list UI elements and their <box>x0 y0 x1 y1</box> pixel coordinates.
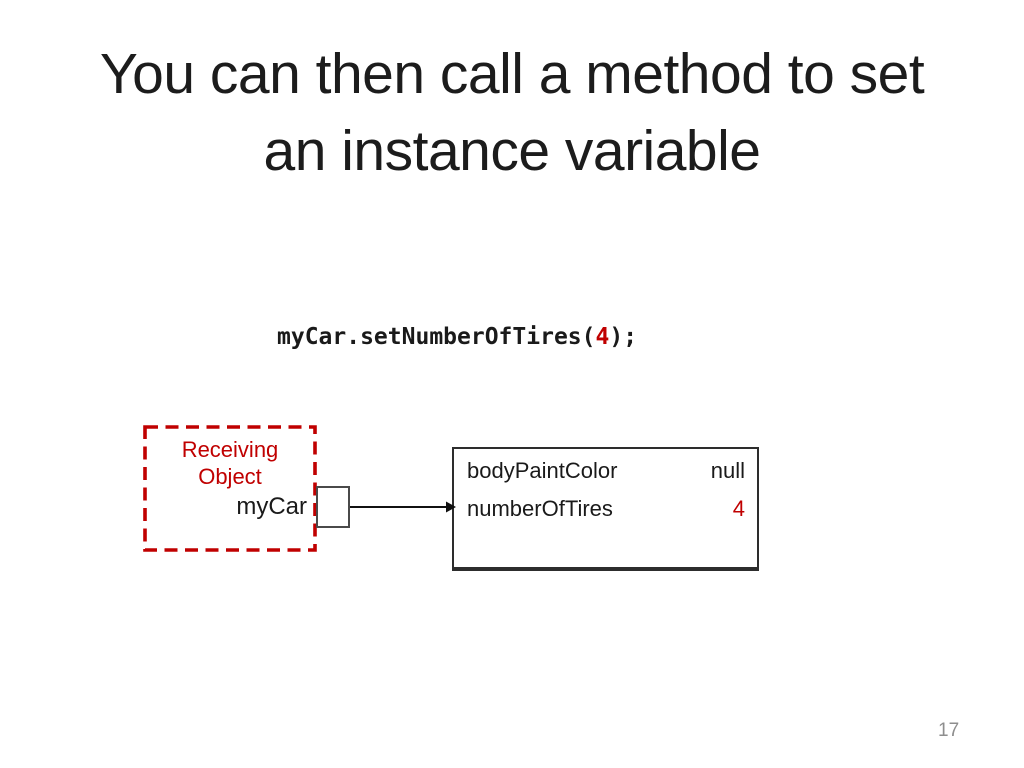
method-call-code: myCar.setNumberOfTires(4); <box>277 323 637 351</box>
table-row: numberOfTires 4 <box>467 490 745 528</box>
receiving-object-label: Receiving Object myCar <box>147 436 313 521</box>
field-value: 4 <box>732 496 745 521</box>
pointer-connector-box <box>316 486 350 528</box>
slide-title-line1: You can then call a method to set <box>99 42 925 106</box>
mycar-variable-label: myCar <box>236 493 307 520</box>
field-name: bodyPaintColor <box>467 458 618 483</box>
slide-title: You can then call a method to set an ins… <box>0 36 1024 190</box>
page-number: 17 <box>938 720 960 741</box>
receiving-object-box: Receiving Object myCar <box>143 425 317 552</box>
instance-variables-box: bodyPaintColor null numberOfTires 4 <box>452 447 759 571</box>
red-dashed-border <box>143 425 317 552</box>
slide-title-line2: an instance variable <box>263 119 762 183</box>
reference-arrow <box>350 501 456 513</box>
receiving-object-label-line1: Receiving <box>181 437 279 462</box>
code-prefix: myCar.setNumberOfTires( <box>277 324 596 350</box>
table-row: bodyPaintColor null <box>467 452 745 490</box>
code-suffix: ); <box>609 324 638 350</box>
receiving-object-label-line2: Object <box>198 464 262 489</box>
field-name: numberOfTires <box>467 496 613 521</box>
code-argument: 4 <box>595 324 610 350</box>
field-value: null <box>710 458 745 483</box>
